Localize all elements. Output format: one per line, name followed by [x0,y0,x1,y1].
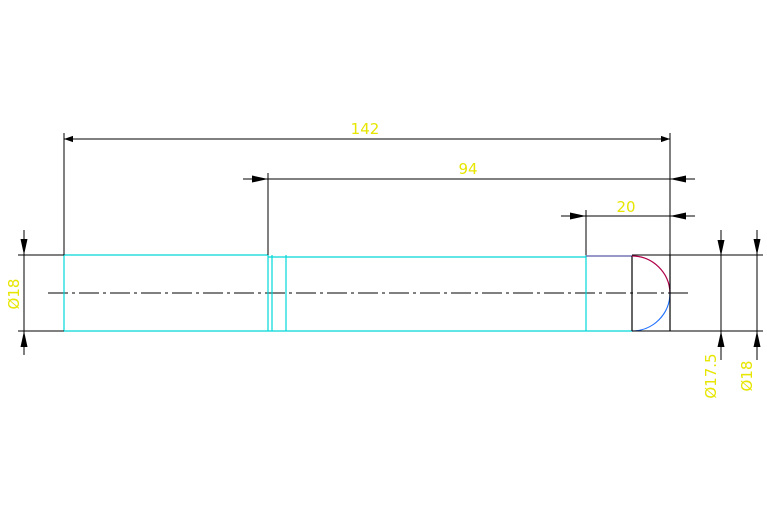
dim-end-length [561,210,695,255]
dim-label-left-dia: Ø18 [5,279,23,310]
arrow-94-right [670,175,686,183]
shaft-end-section [586,255,671,332]
dim-right-diameters [632,230,763,360]
dim-label-20: 20 [616,198,635,216]
dim-middle-length [243,173,695,255]
arrow-left-dia-top [20,239,28,255]
arrow-inner-top [717,240,725,256]
dim-left-diameter [18,230,64,355]
dim-label-142: 142 [351,120,380,138]
dim-overall-length [63,133,671,255]
arrow-inner-bottom [717,331,725,347]
end-arc-top [631,255,671,294]
arrow-20-right [670,212,686,220]
dim-label-right-dia-inner: Ø17.5 [702,353,720,398]
end-arc-bottom [631,292,671,332]
arrow-20-left [570,212,586,220]
dim-label-right-dia-outer: Ø18 [738,361,756,392]
arrow-outer-top [753,239,761,255]
arrow-outer-bottom [753,331,761,347]
arrow-94-left [252,175,268,183]
dim-label-94: 94 [458,160,477,178]
shaft-outline [63,254,587,332]
arrow-left-dia-bottom [20,331,28,347]
